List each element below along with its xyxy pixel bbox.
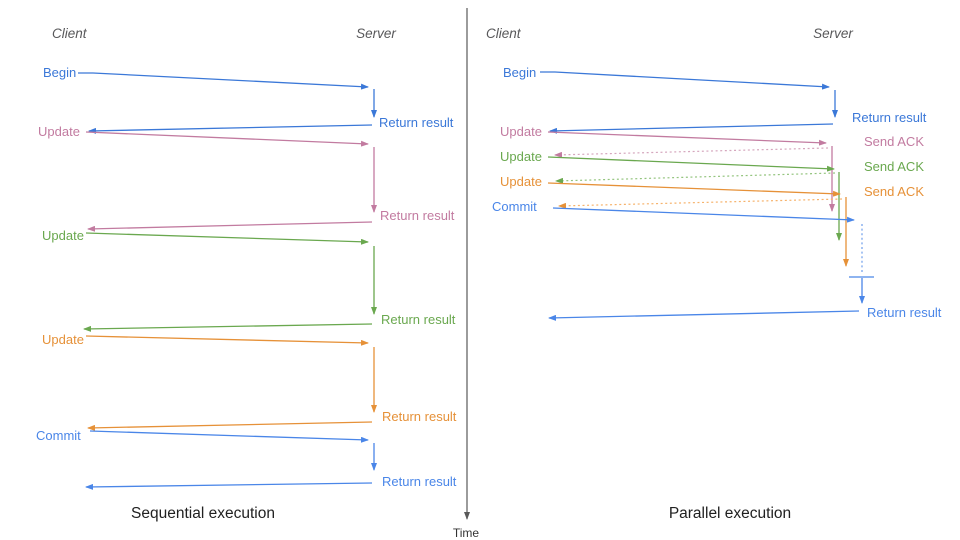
seq-update1-label: Update bbox=[38, 124, 80, 139]
seq-update2-label: Update bbox=[42, 228, 84, 243]
par-update1-request-line bbox=[547, 131, 827, 146]
par-update3-request-line bbox=[547, 182, 841, 197]
seq-update3-return-label: Return result bbox=[382, 409, 457, 424]
par-begin-request-line bbox=[540, 71, 830, 90]
seq-server-header: Server bbox=[356, 26, 396, 41]
par-server-header: Server bbox=[813, 26, 853, 41]
par-begin-label: Begin bbox=[503, 65, 536, 80]
seq-update1-return-line bbox=[87, 221, 373, 232]
seq-begin-request-line bbox=[78, 72, 369, 90]
seq-update3-request-line bbox=[85, 335, 369, 346]
par-update2-ack-line bbox=[555, 172, 836, 184]
par-update2-ack-label: Send ACK bbox=[864, 159, 924, 174]
seq-begin-return-line bbox=[88, 124, 373, 134]
seq-client-header: Client bbox=[52, 26, 88, 41]
seq-update3-return-line bbox=[87, 421, 373, 431]
seq-commit-label: Commit bbox=[36, 428, 81, 443]
par-update2-request-line bbox=[547, 156, 835, 172]
par-update3-label: Update bbox=[500, 174, 542, 189]
par-caption: Parallel execution bbox=[669, 505, 791, 522]
par-commit-label: Commit bbox=[492, 199, 537, 214]
par-update1-label: Update bbox=[500, 124, 542, 139]
seq-update2-request-line bbox=[85, 232, 369, 245]
seq-update1-return-label: Return result bbox=[380, 208, 455, 223]
seq-update1-request-line bbox=[85, 131, 369, 147]
seq-update2-return-label: Return result bbox=[381, 312, 456, 327]
seq-caption: Sequential execution bbox=[131, 505, 275, 522]
par-commit-return-label: Return result bbox=[867, 305, 942, 320]
par-update2-label: Update bbox=[500, 149, 542, 164]
par-update3-ack-label: Send ACK bbox=[864, 184, 924, 199]
par-commit-return-line bbox=[548, 310, 860, 321]
par-client-header: Client bbox=[486, 26, 522, 41]
par-update1-ack-line bbox=[554, 147, 829, 158]
seq-commit-request-line bbox=[89, 430, 369, 443]
par-begin-return-label: Return result bbox=[852, 110, 927, 125]
seq-commit-return-label: Return result bbox=[382, 474, 457, 489]
seq-begin-label: Begin bbox=[43, 65, 76, 80]
seq-update3-label: Update bbox=[42, 332, 84, 347]
time-axis-label: Time bbox=[453, 526, 480, 540]
par-update3-ack-line bbox=[558, 198, 843, 209]
seq-commit-return-line bbox=[85, 482, 373, 490]
par-begin-return-line bbox=[549, 123, 834, 134]
seq-begin-return-label: Return result bbox=[379, 115, 454, 130]
par-update1-ack-label: Send ACK bbox=[864, 134, 924, 149]
par-commit-request-line bbox=[552, 207, 855, 223]
seq-update2-return-line bbox=[83, 323, 373, 332]
